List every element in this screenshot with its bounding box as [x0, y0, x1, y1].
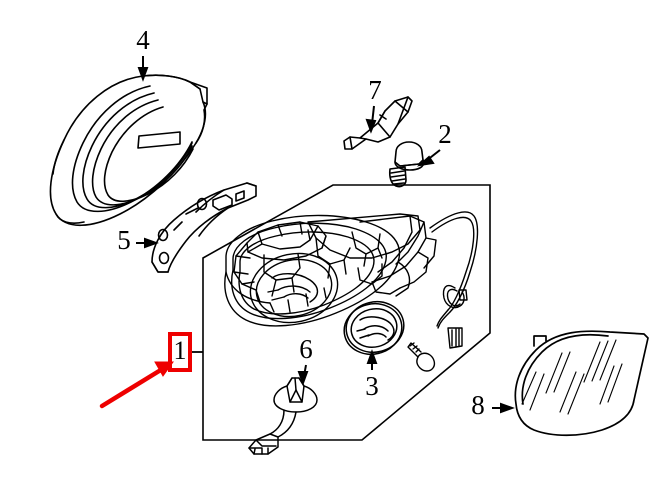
callout-1-highlight-arrow	[99, 361, 174, 409]
callout-3-number: 3	[365, 371, 379, 401]
part-6-signal-lamp[interactable]	[248, 377, 318, 455]
part-1-wiring-harness	[429, 211, 479, 349]
callout-7-number: 7	[368, 75, 382, 105]
part-2-bolt[interactable]	[388, 141, 425, 188]
part-1-mirror-housing[interactable]	[224, 213, 437, 330]
callout-4-number: 4	[136, 25, 150, 55]
callout-2-leader	[416, 149, 441, 167]
part-3-mirror-actuator[interactable]	[339, 296, 409, 361]
callout-1-highlight-box	[168, 332, 192, 372]
part-4-mirror-cover[interactable]	[49, 74, 208, 226]
callout-7-leader	[365, 105, 377, 134]
callout-6-leader	[297, 364, 309, 386]
callout-5-number: 5	[117, 225, 131, 255]
callout-4-leader	[137, 56, 149, 82]
callout-5-leader	[136, 237, 159, 249]
callout-2-number: 2	[438, 119, 452, 149]
part-1-screw	[407, 342, 436, 372]
part-5-mirror-bracket[interactable]	[151, 182, 257, 273]
callout-8-number: 8	[471, 390, 485, 420]
part-8-mirror-glass[interactable]	[514, 330, 649, 437]
callout-1-number: 1	[174, 336, 187, 365]
callout-6-number: 6	[299, 334, 313, 364]
assembly-outline-box	[202, 184, 491, 441]
part-7-retainer-clip[interactable]	[343, 96, 413, 150]
callout-3-leader	[366, 349, 378, 370]
callout-8-leader	[492, 402, 515, 414]
